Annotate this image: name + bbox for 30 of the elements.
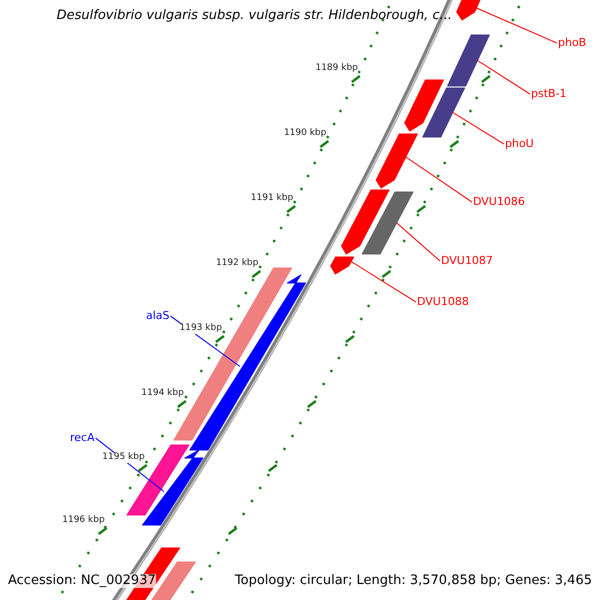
scale-label: 1196 kbp <box>62 516 105 526</box>
gene-feature <box>422 88 466 138</box>
gene-label: phoB <box>558 37 586 50</box>
gene-feature <box>376 134 418 188</box>
scale-label: 1193 kbp <box>180 324 222 334</box>
leader-line <box>405 156 472 203</box>
scale-label: 1195 kbp <box>102 453 145 463</box>
gene-label: recA <box>70 432 95 444</box>
gene-label: pstB-1 <box>531 88 567 100</box>
scale-label: 1190 kbp <box>284 129 326 139</box>
leader-line <box>477 60 530 95</box>
title: Desulfovibrio vulgaris subsp. vulgaris str. Hildenborough, c... <box>56 9 452 24</box>
leader-line <box>350 261 416 303</box>
leader-line <box>452 112 504 145</box>
gene-label: phoU <box>505 138 534 150</box>
scale-label: 1189 kbp <box>315 64 358 74</box>
gene-label: DVU1088 <box>417 296 469 308</box>
gene-label: DVU1087 <box>441 255 493 268</box>
gene-label: DVU1086 <box>473 196 525 208</box>
gene-label: alaS <box>146 310 170 322</box>
gene-feature <box>362 192 414 254</box>
scale-label: 1192 kbp <box>216 259 258 269</box>
leader-line <box>476 8 558 44</box>
gene-feature <box>330 256 354 274</box>
scale-label: 1191 kbp <box>250 194 294 204</box>
gene-feature <box>447 34 490 86</box>
scale-label: 1194 kbp <box>141 389 184 399</box>
leader-line <box>396 222 440 262</box>
accession-text: Accession: NC_002937 <box>8 574 156 588</box>
summary-text: Topology: circular; Length: 3,570,858 bp; Genes: 3,465 <box>234 574 592 588</box>
